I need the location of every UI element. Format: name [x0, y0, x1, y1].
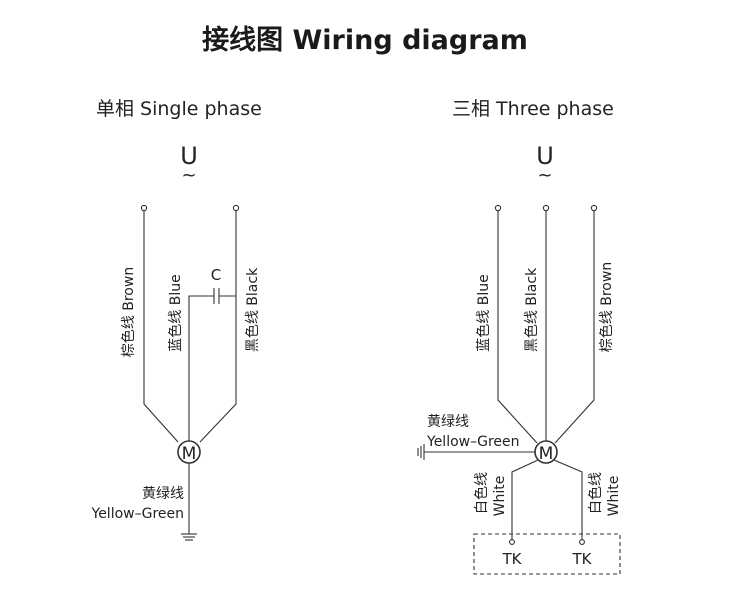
tk-terminal-left — [509, 539, 515, 545]
single-black-label: 黑色线 Black — [244, 267, 261, 352]
three-white-wire-left — [511, 459, 539, 540]
single-ac-symbol: ~ — [181, 165, 196, 186]
three-phase-diagram: U ~ M 黄绿线 Yellow–Green TK TK 蓝色线 Blue 黑色 — [417, 142, 622, 575]
single-brown-label: 棕色线 Brown — [120, 267, 137, 357]
three-ground-icon — [417, 444, 425, 460]
tk-left-label: TK — [502, 550, 523, 568]
single-phase-diagram: U ~ C M 黄绿线 Yellow–Green 棕色线 Brown — [91, 142, 261, 541]
single-terminal-left — [140, 204, 148, 212]
tk-right-label: TK — [572, 550, 593, 568]
three-terminal-right — [590, 204, 598, 212]
three-ac-symbol: ~ — [537, 165, 552, 186]
single-ground-icon — [181, 533, 197, 541]
tk-dashed-box — [473, 533, 621, 575]
three-black-label: 黑色线 Black — [523, 267, 540, 352]
single-voltage-symbol: U — [180, 142, 198, 170]
three-terminal-middle — [542, 204, 550, 212]
three-white-wire-right — [553, 459, 583, 540]
diagram-title: 接线图 Wiring diagram — [202, 25, 528, 56]
three-phase-title: 三相 Three phase — [452, 98, 614, 120]
three-motor-label: M — [539, 444, 554, 464]
three-brown-label: 棕色线 Brown — [598, 262, 615, 352]
three-ground-label-en: Yellow–Green — [426, 434, 520, 450]
three-blue-label: 蓝色线 Blue — [475, 274, 492, 351]
single-black-wire — [199, 211, 237, 443]
tk-terminal-right — [579, 539, 585, 545]
three-brown-wire — [554, 211, 595, 444]
three-terminal-left — [494, 204, 502, 212]
capacitor-symbol — [213, 288, 236, 304]
capacitor-label: C — [211, 266, 221, 284]
single-motor-label: M — [182, 444, 197, 464]
three-voltage-symbol: U — [536, 142, 554, 170]
single-phase-title: 单相 Single phase — [96, 98, 262, 120]
three-ground-label-cn: 黄绿线 — [427, 413, 469, 430]
single-blue-label: 蓝色线 Blue — [167, 274, 184, 351]
white-left-label-en: White — [492, 476, 508, 517]
white-right-label-cn: 白色线 — [587, 472, 604, 514]
single-brown-wire — [143, 211, 179, 443]
single-blue-wire — [188, 295, 214, 441]
single-ground-label-en: Yellow–Green — [91, 506, 185, 522]
white-left-label-cn: 白色线 — [473, 472, 490, 514]
single-terminal-right — [232, 204, 240, 212]
three-blue-wire — [497, 211, 538, 444]
single-ground-label-cn: 黄绿线 — [142, 485, 184, 502]
white-right-label-en: White — [606, 476, 622, 517]
